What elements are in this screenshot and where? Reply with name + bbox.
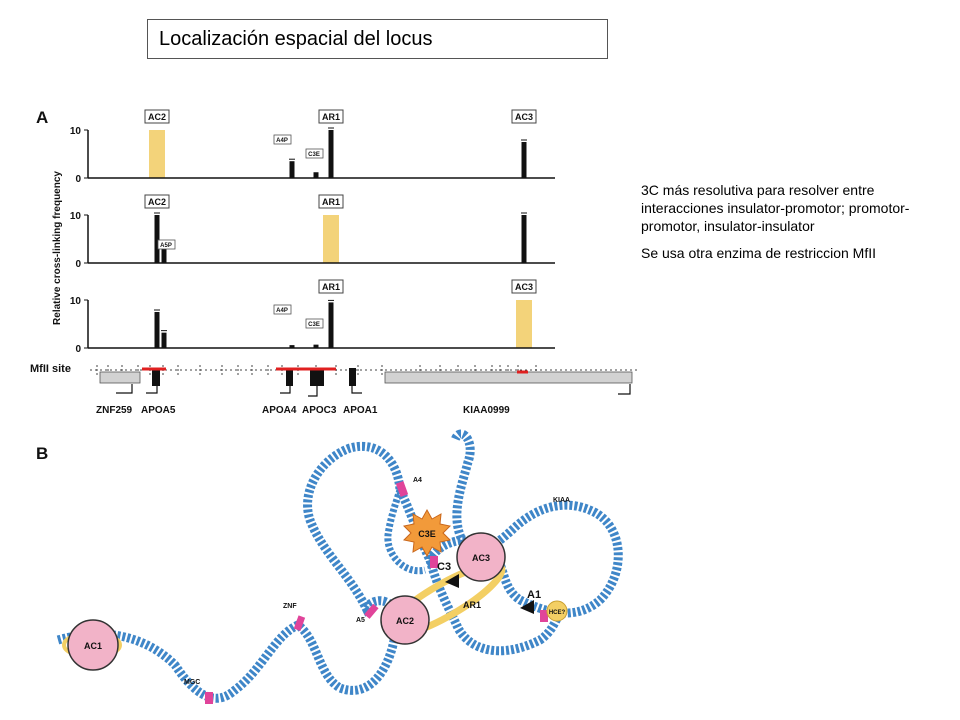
site-label-ac3: AC3 xyxy=(515,282,533,292)
bar-c3e xyxy=(313,172,319,178)
bar-ac3 xyxy=(521,142,527,178)
anchor-highlight xyxy=(516,300,532,348)
small-label-c3e: C3E xyxy=(308,322,320,328)
gene-box-apoa4 xyxy=(286,368,293,386)
bar-ar1 xyxy=(328,302,334,348)
site-label-ar1: AR1 xyxy=(322,112,340,122)
site-box-ac3 xyxy=(511,279,537,294)
bar-a5p xyxy=(161,248,167,263)
chromatin-diagram: AC1 AC2 AC3 C3E HCE? C3 A1 AR1 A5 A4 ZNF… xyxy=(56,429,623,704)
site-box-ac3 xyxy=(511,109,537,124)
gene-label-kiaa0999: KIAA0999 xyxy=(463,405,510,416)
gene-box-kiaa0999 xyxy=(384,371,633,384)
a1-label: A1 xyxy=(527,589,541,601)
slide-title: Localización espacial del locus xyxy=(147,19,608,59)
dna-strand xyxy=(56,429,623,703)
y-tick-label: 10 xyxy=(70,296,82,307)
bar-a5p xyxy=(161,332,167,348)
mgc-label: MGC xyxy=(184,679,200,686)
gene-label-apoc3: APOC3 xyxy=(302,405,337,416)
bar-ac2 xyxy=(154,215,160,263)
diagram-arrows xyxy=(445,574,534,614)
y-tick-label: 10 xyxy=(70,126,82,137)
small-box-a4p xyxy=(273,134,292,145)
small-box-a4p xyxy=(273,304,292,315)
ac1-circle xyxy=(67,619,119,671)
bar-c3e xyxy=(313,344,319,348)
ar1-label: AR1 xyxy=(463,600,481,610)
gene-label-apoa5: APOA5 xyxy=(141,405,176,416)
y-tick-label: 0 xyxy=(75,259,81,270)
site-label-ac2: AC2 xyxy=(148,197,166,207)
ac2-label: AC2 xyxy=(396,616,414,626)
ac1-label: AC1 xyxy=(84,641,102,651)
site-box-ar1 xyxy=(318,194,344,209)
note-enzyme: Se usa otra enzima de restriccion MfII xyxy=(641,245,876,261)
gene-label-apoa1: APOA1 xyxy=(343,405,378,416)
hce-circle xyxy=(546,600,568,622)
ac3-circle xyxy=(456,532,506,582)
small-label-a5p: A5P xyxy=(160,243,172,249)
element-markers xyxy=(205,481,548,704)
y-axis-label: Relative cross-linking frequency xyxy=(52,171,63,325)
fragment-markers xyxy=(142,367,528,374)
gene-box-apoc3 xyxy=(310,368,324,386)
c3e-burst xyxy=(402,508,452,558)
y-tick-label: 0 xyxy=(75,174,81,185)
anchor-highlight xyxy=(323,215,339,263)
kiaa-label: KIAA xyxy=(553,497,570,504)
small-label-a4p: A4P xyxy=(276,138,288,144)
y-tick-label: 10 xyxy=(70,211,82,222)
site-box-ac2 xyxy=(144,109,170,124)
note-3c-resolution: 3C más resolutiva para resolver entre in… xyxy=(641,182,910,234)
a4-label: A4 xyxy=(413,477,422,484)
anchor-highlight xyxy=(149,130,165,178)
site-label-ac3: AC3 xyxy=(515,112,533,122)
site-label-ar1: AR1 xyxy=(322,282,340,292)
site-box-ac2 xyxy=(144,194,170,209)
bar-ac2 xyxy=(154,312,160,348)
ac2-circle xyxy=(380,595,430,645)
small-box-c3e xyxy=(305,318,324,329)
gene-box-apoa5 xyxy=(152,368,160,386)
small-label-c3e: C3E xyxy=(308,152,320,158)
small-box-c3e xyxy=(305,148,324,159)
site-box-ar1 xyxy=(318,109,344,124)
bar-ac3 xyxy=(521,215,527,263)
bar-a4p xyxy=(289,345,295,348)
y-tick-label: 0 xyxy=(75,344,81,355)
small-box-a5p xyxy=(157,239,176,250)
site-label-ar1: AR1 xyxy=(322,197,340,207)
dna-strand-branch xyxy=(425,558,565,656)
gene-arrows xyxy=(116,384,631,397)
hce-label: HCE? xyxy=(549,610,566,616)
a5-label: A5 xyxy=(356,617,365,624)
panel-a-label: A xyxy=(36,108,48,127)
c3e-label: C3E xyxy=(418,529,436,539)
gene-box-apoa1 xyxy=(349,368,356,386)
site-box-ar1 xyxy=(318,279,344,294)
bar-a4p xyxy=(289,161,295,178)
bar-ar1 xyxy=(328,130,334,178)
site-label: MfII site xyxy=(30,363,71,375)
site-label-ac2: AC2 xyxy=(148,112,166,122)
gene-box-znf259 xyxy=(99,371,141,384)
gene-track: MfII site ZNF259 APOA5 APOA4 APOC3 APOA1… xyxy=(30,363,640,416)
gene-label-apoa4: APOA4 xyxy=(262,405,297,416)
small-label-a4p: A4P xyxy=(276,308,288,314)
znf-label: ZNF xyxy=(283,603,297,610)
slide-notes: 3C más resolutiva para resolver entre in… xyxy=(641,181,941,271)
gene-label-znf259: ZNF259 xyxy=(96,405,133,416)
panel-b-label: B xyxy=(36,444,48,463)
ac3-label: AC3 xyxy=(472,553,490,563)
dna-strand-loop xyxy=(384,488,426,575)
c3-label: C3 xyxy=(437,561,451,573)
